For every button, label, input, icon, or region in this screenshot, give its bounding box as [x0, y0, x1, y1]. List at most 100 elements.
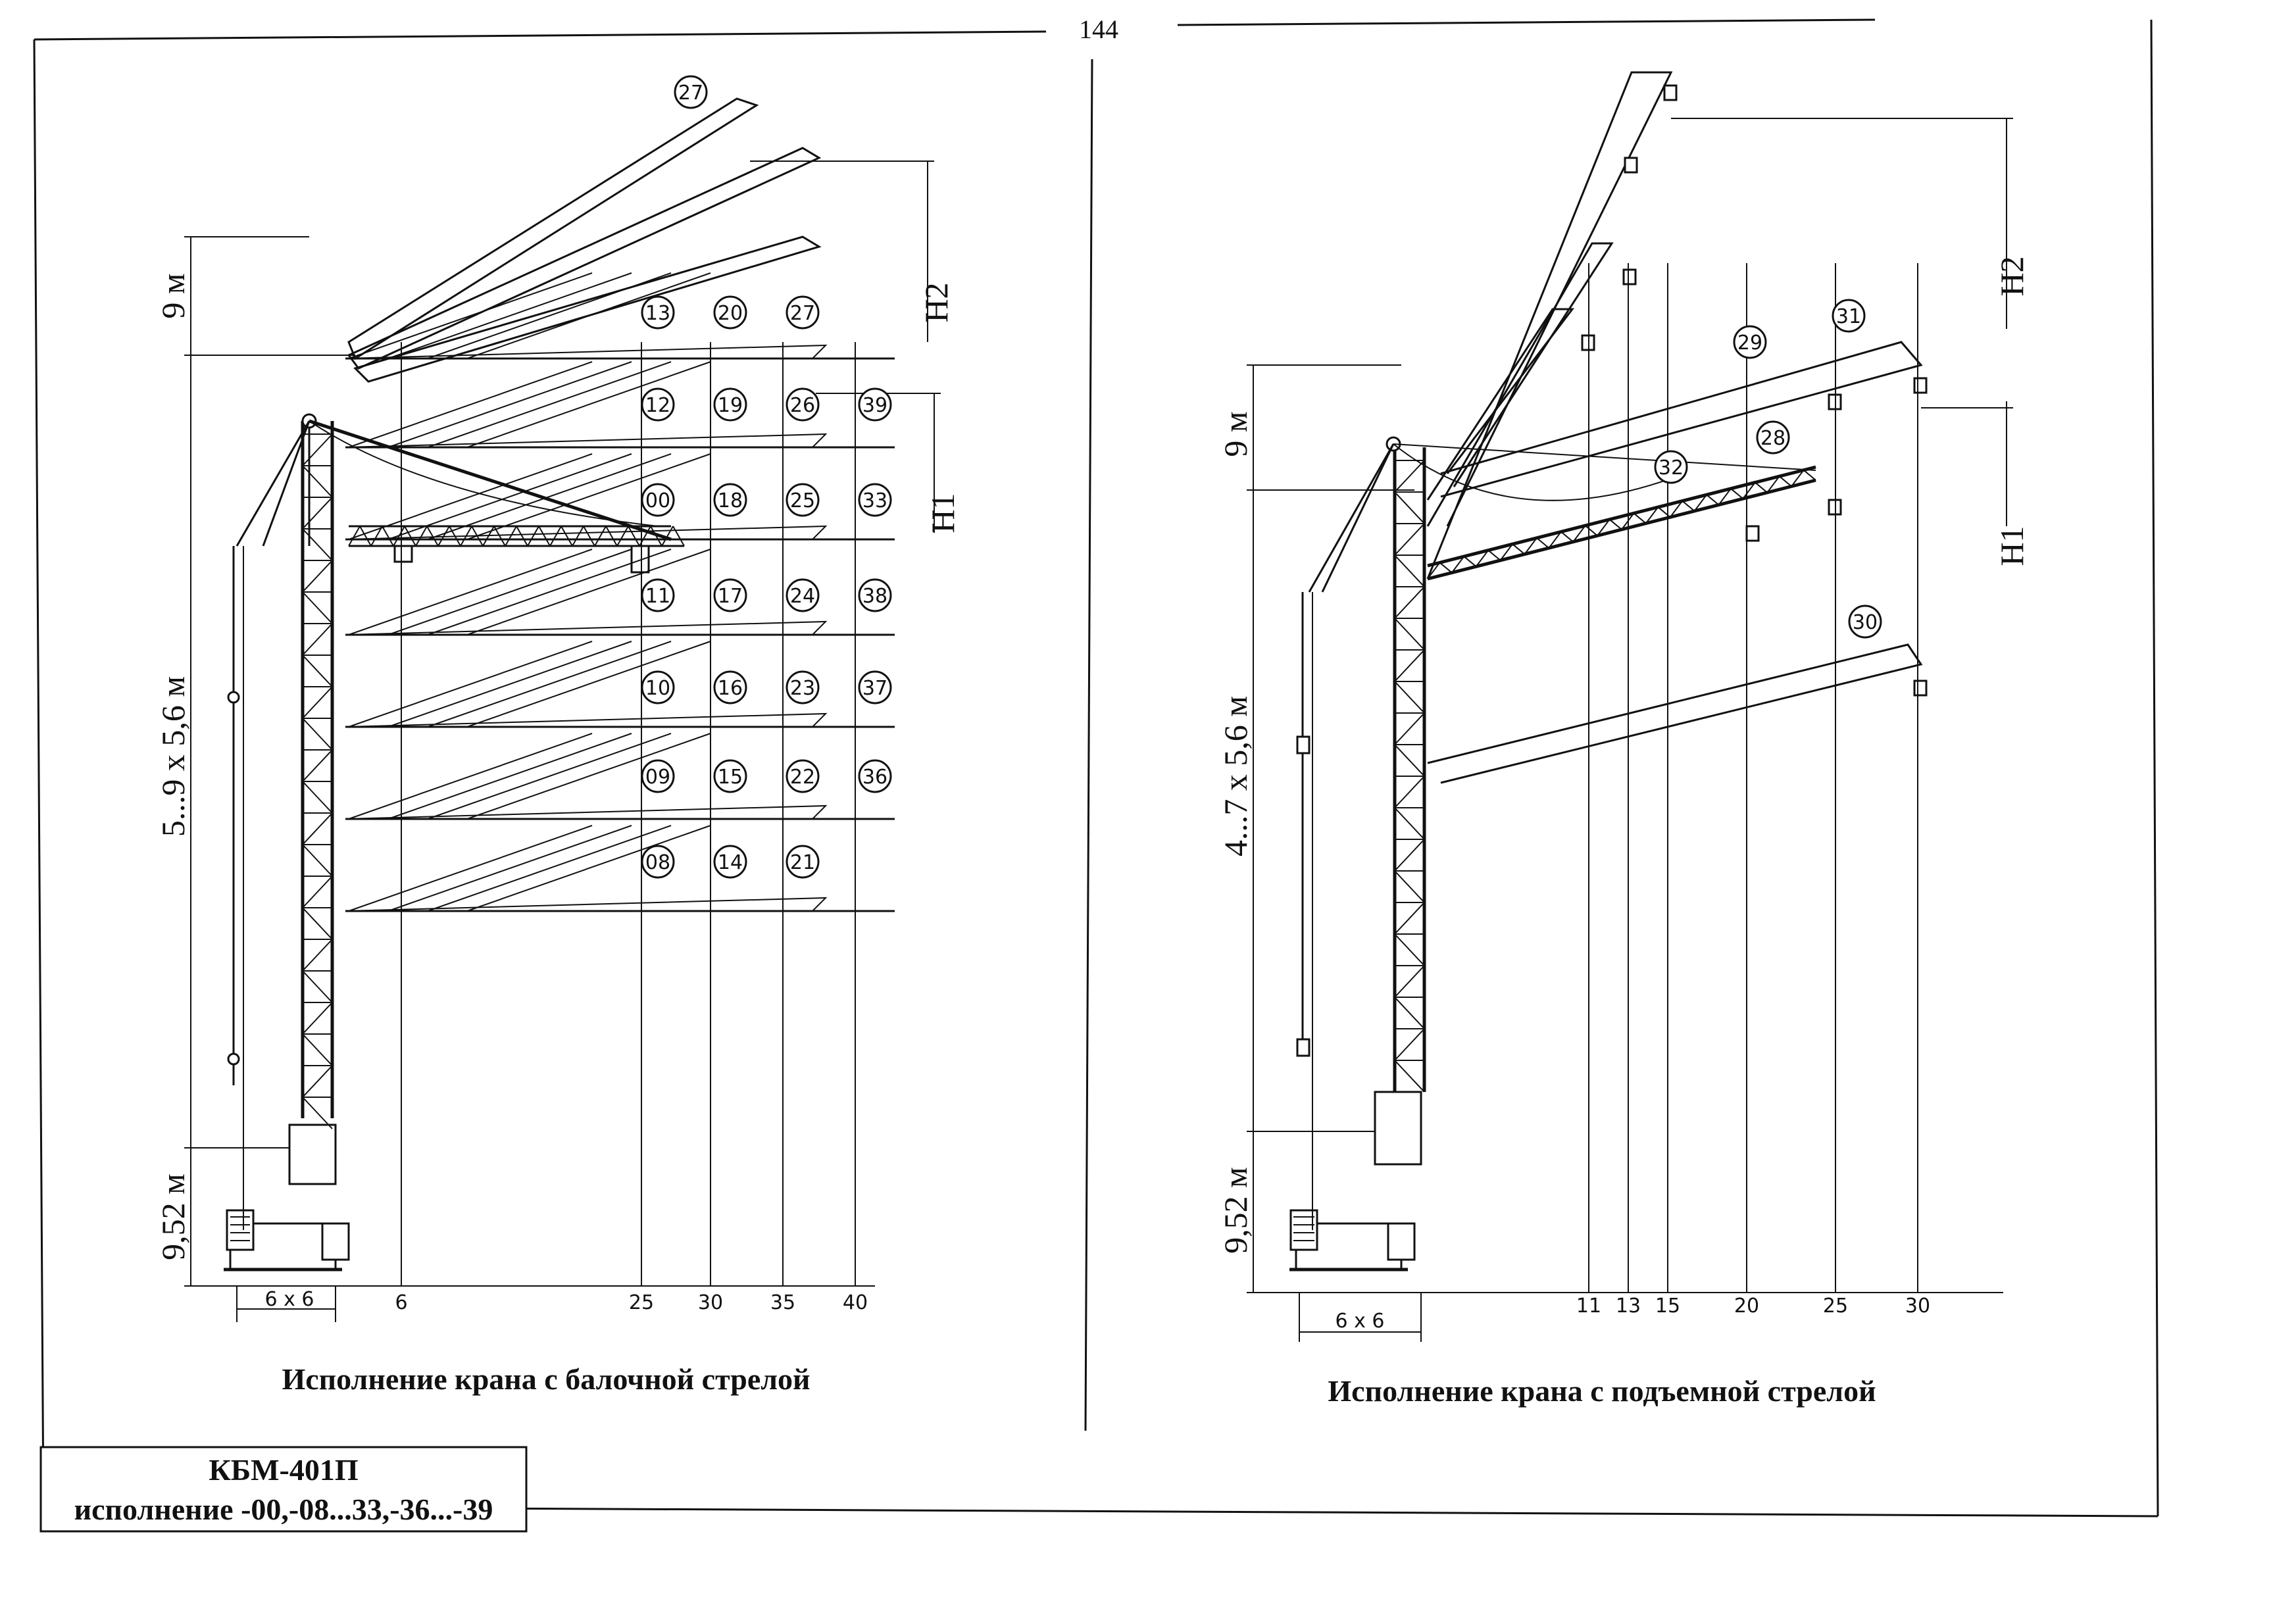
left-label-r4-1: 16 [718, 677, 743, 700]
right-tick-11: 11 [1576, 1295, 1601, 1318]
left-label-r6-0: 08 [645, 851, 670, 874]
left-label-r6-1: 14 [718, 851, 743, 874]
boom-level-4 [345, 712, 828, 728]
left-label-r4-2-ring [786, 670, 820, 704]
right-tower-dim: 4...7 х 5,6 м [1217, 696, 1254, 856]
left-tick-40: 40 [843, 1291, 868, 1314]
boom-level-5 [345, 804, 828, 820]
left-label-r2-0: 00 [645, 489, 670, 512]
left-label-r2-2-ring [786, 483, 820, 517]
left-label-top: 27 [678, 82, 703, 105]
right-label-32: 32 [1659, 457, 1684, 480]
left-label-r3-0: 11 [645, 585, 670, 608]
right-reach-lines [1588, 263, 1918, 1293]
left-label-r1-1-ring [713, 387, 747, 422]
left-label-r1-1: 19 [718, 394, 743, 417]
left-label-r0-0: 13 [645, 302, 670, 325]
left-label-r5-2: 22 [790, 766, 815, 789]
left-crane [224, 413, 685, 1272]
right-top-dim: 9 м [1217, 411, 1254, 457]
right-h2: H2 [1993, 256, 2030, 296]
left-label-r3-3: 38 [862, 585, 887, 608]
left-label-r0-0-ring [641, 295, 675, 330]
right-crane [1289, 71, 1928, 1272]
right-label-32-ring [1654, 450, 1688, 484]
right-label-28-ring [1756, 420, 1790, 455]
left-label-r4-1-ring [713, 670, 747, 704]
left-tick-6: 6 [395, 1291, 407, 1314]
left-tick-25: 25 [629, 1291, 654, 1314]
right-dimensions [1247, 118, 2013, 1342]
right-label-30: 30 [1853, 611, 1878, 634]
boom-tilt-1 [347, 97, 759, 360]
stamp-variants: исполнение -00,-08...33,-36...-39 [74, 1493, 493, 1526]
left-tick-35: 35 [770, 1291, 795, 1314]
left-label-r2-3: 33 [862, 489, 887, 512]
right-tick-25: 25 [1823, 1295, 1848, 1318]
left-label-r2-0-ring [641, 483, 675, 517]
left-caption: Исполнение крана с балочной стрелой [282, 1362, 810, 1396]
left-label-top-ring [674, 75, 708, 109]
right-h1: H1 [1993, 526, 2030, 566]
boom-level-0 [345, 344, 828, 359]
left-label-r4-0: 10 [645, 677, 670, 700]
right-label-31-ring [1832, 299, 1866, 333]
left-label-r4-0-ring [641, 670, 675, 704]
right-label-31: 31 [1836, 305, 1861, 328]
right-label-30-ring [1848, 605, 1882, 639]
left-label-r6-0-ring [641, 845, 675, 879]
title-stamp: КБМ-401П исполнение -00,-08...33,-36...-… [39, 1446, 528, 1533]
left-label-r1-0: 12 [645, 394, 670, 417]
left-label-r0-1: 20 [718, 302, 743, 325]
left-label-r3-1-ring [713, 578, 747, 612]
left-label-r4-3: 37 [862, 677, 887, 700]
left-label-r5-3: 36 [862, 766, 887, 789]
left-label-r5-0: 09 [645, 766, 670, 789]
left-base-dim: 9,52 м [155, 1173, 191, 1260]
left-label-r1-3: 39 [862, 394, 887, 417]
left-tower-dim: 5...9 х 5,6 м [155, 676, 191, 837]
left-label-r6-2-ring [786, 845, 820, 879]
right-cab [1374, 1091, 1422, 1166]
left-tick-30: 30 [698, 1291, 723, 1314]
right-label-29-ring [1733, 325, 1767, 359]
right-tick-13: 13 [1616, 1295, 1641, 1318]
left-label-r2-1: 18 [718, 489, 743, 512]
right-label-28: 28 [1760, 427, 1785, 450]
left-label-r6-1-ring [713, 845, 747, 879]
left-label-r5-1-ring [713, 759, 747, 793]
left-label-r5-3-ring [858, 759, 892, 793]
left-label-r4-3-ring [858, 670, 892, 704]
left-top-dim: 9 м [155, 273, 191, 318]
page-number: 144 [1079, 14, 1118, 44]
boom-level-2 [345, 525, 828, 540]
left-label-r0-1-ring [713, 295, 747, 330]
left-label-r3-0-ring [641, 578, 675, 612]
boom-tilt-3 [353, 235, 822, 383]
left-label-r0-2: 27 [790, 302, 815, 325]
left-label-r1-2-ring [786, 387, 820, 422]
left-label-r2-3-ring [858, 483, 892, 517]
right-tick-15: 15 [1655, 1295, 1680, 1318]
left-label-r6-2: 21 [790, 851, 815, 874]
left-label-r3-2: 24 [790, 585, 815, 608]
left-dimensions [184, 160, 941, 1322]
left-track-dim: 6 х 6 [265, 1288, 314, 1311]
boom-level-6 [345, 897, 828, 912]
left-label-r4-2: 23 [790, 677, 815, 700]
left-label-r0-2-ring [786, 295, 820, 330]
left-label-r2-1-ring [713, 483, 747, 517]
left-label-r5-2-ring [786, 759, 820, 793]
left-boom-variants [345, 97, 895, 912]
left-label-r5-1: 15 [718, 766, 743, 789]
boom-tilt-2 [347, 147, 822, 370]
right-track-dim: 6 х 6 [1335, 1310, 1385, 1333]
right-caption: Исполнение крана с подъемной стрелой [1328, 1374, 1876, 1408]
right-tick-20: 20 [1734, 1295, 1759, 1318]
right-base-dim: 9,52 м [1217, 1167, 1254, 1254]
left-label-r5-0-ring [641, 759, 675, 793]
